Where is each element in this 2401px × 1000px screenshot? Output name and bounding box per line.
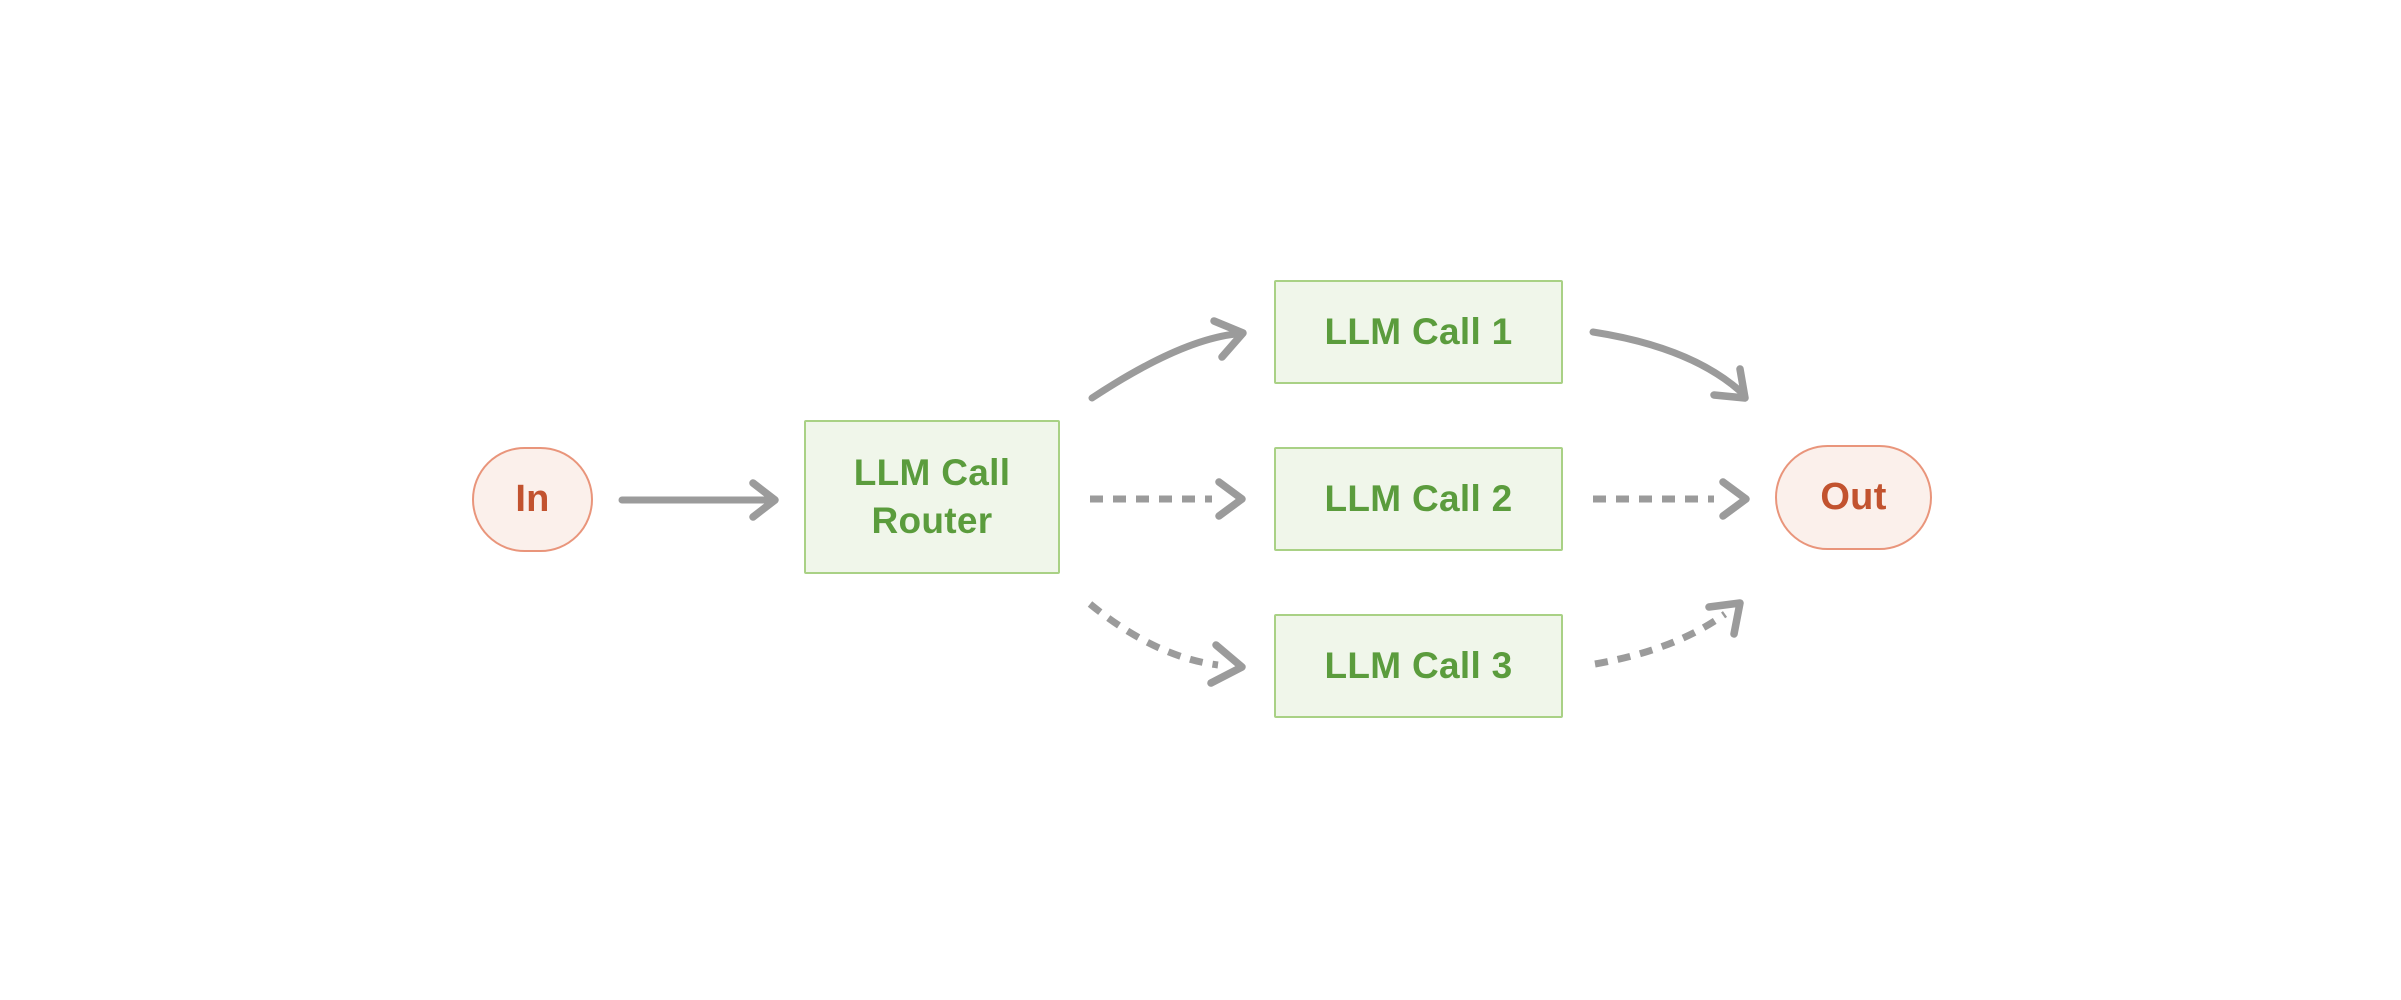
edge-in-to-router-arrow xyxy=(618,479,779,521)
node-llm-call-2-label: LLM Call 2 xyxy=(1324,478,1513,519)
edge-router-to-llm-call-3-arrowhead-icon xyxy=(1207,641,1246,687)
edge-router-to-llm-call-1-arrow xyxy=(1088,317,1247,402)
edge-router-to-llm-call-3-line xyxy=(1087,601,1219,669)
edge-llm-call-3-to-out-line xyxy=(1594,611,1728,668)
edge-llm-call-2-to-out-arrow xyxy=(1593,478,1750,520)
edge-router-to-llm-call-1-arrowhead-icon xyxy=(1210,317,1247,361)
node-llm-call-router[interactable]: LLM Call Router xyxy=(804,420,1060,574)
node-llm-call-3[interactable]: LLM Call 3 xyxy=(1274,614,1563,718)
edge-llm-call-1-to-out-arrow xyxy=(1589,328,1749,402)
edge-router-to-llm-call-3-arrow xyxy=(1087,601,1246,687)
node-out[interactable]: Out xyxy=(1775,445,1932,550)
edge-llm-call-1-to-out-arrowhead-icon xyxy=(1710,365,1749,402)
node-llm-call-3-label: LLM Call 3 xyxy=(1324,645,1513,686)
edge-in-to-router-arrowhead-icon xyxy=(749,479,779,521)
node-llm-call-1[interactable]: LLM Call 1 xyxy=(1274,280,1563,384)
edge-llm-call-2-to-out-arrowhead-icon xyxy=(1719,478,1750,520)
edge-router-to-llm-call-1-line xyxy=(1088,330,1240,402)
edge-llm-call-3-to-out-arrow xyxy=(1594,599,1744,668)
node-llm-call-1-label: LLM Call 1 xyxy=(1324,311,1513,352)
edge-router-to-llm-call-2-arrow xyxy=(1090,478,1246,520)
node-llm-call-router-label-line1: LLM Call xyxy=(853,452,1011,493)
edge-llm-call-3-to-out-arrowhead-icon xyxy=(1705,599,1744,638)
edge-llm-call-1-to-out-line xyxy=(1589,328,1744,395)
node-in-label: In xyxy=(515,478,550,520)
node-llm-call-router-label-line2: Router xyxy=(871,500,993,541)
edge-router-to-llm-call-2-arrowhead-icon xyxy=(1215,478,1246,520)
node-in[interactable]: In xyxy=(472,447,593,552)
node-out-label: Out xyxy=(1820,476,1887,518)
node-llm-call-2[interactable]: LLM Call 2 xyxy=(1274,447,1563,551)
